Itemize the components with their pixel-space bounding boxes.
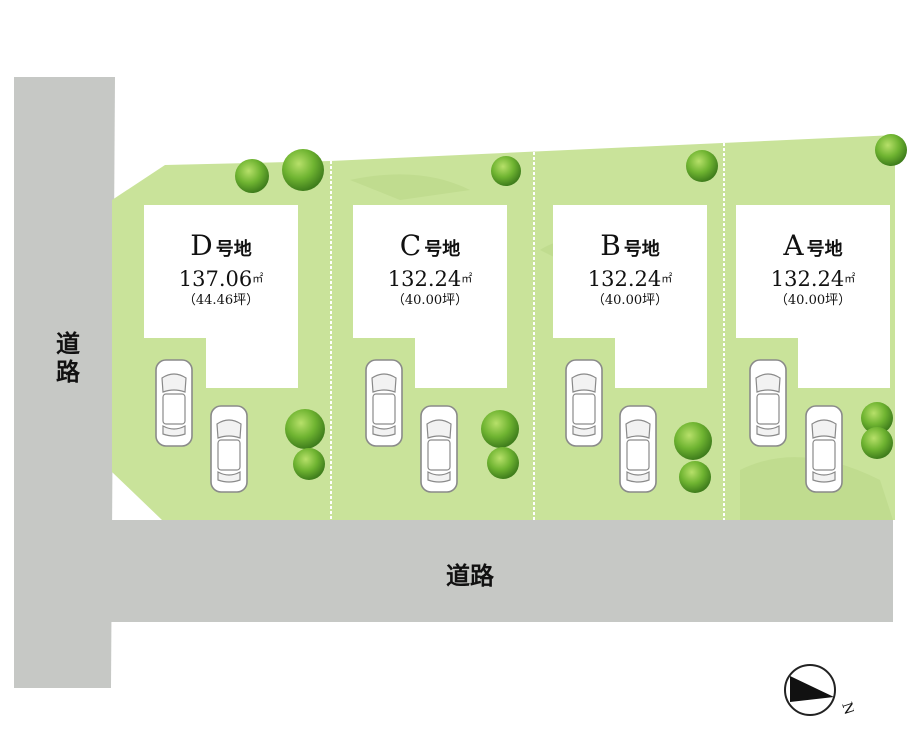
compass-label-wrap: N: [838, 700, 854, 717]
tree-icon: [293, 448, 325, 480]
road-label-vertical: 道 路: [54, 330, 82, 386]
car-icon: [365, 359, 403, 447]
lot-tsubo: （40.00坪）: [774, 293, 852, 308]
road-label-char: 路: [56, 357, 80, 386]
lot-suffix: 号地: [806, 239, 843, 260]
car-icon: [805, 405, 843, 493]
tree-icon: [282, 149, 324, 191]
tree-icon: [235, 159, 269, 193]
tree-icon: [686, 150, 718, 182]
car-icon: [619, 405, 657, 493]
lot-tsubo: （40.00坪）: [591, 293, 669, 308]
tree-icon: [487, 447, 519, 479]
tree-icon: [491, 156, 521, 186]
road-label-horizontal: 道路: [446, 561, 494, 590]
lot-area: 137.06: [178, 267, 253, 291]
lot-area: 132.24: [387, 267, 462, 291]
tree-icon: [285, 409, 325, 449]
north-arrow-icon: [784, 664, 836, 716]
lot-id: A: [783, 229, 804, 262]
lot-suffix: 号地: [623, 239, 660, 260]
lot-area: 132.24: [587, 267, 662, 291]
lot-id: D: [190, 229, 213, 262]
building-D: [144, 205, 298, 388]
lot-area-unit: ㎡: [461, 272, 473, 285]
tree-icon: [861, 427, 893, 459]
lot-area-unit: ㎡: [252, 272, 264, 285]
car-icon: [749, 359, 787, 447]
tree-icon: [679, 461, 711, 493]
car-icon: [155, 359, 193, 447]
road-horizontal: [14, 520, 893, 622]
building-C: [353, 205, 507, 388]
road-label-char: 道: [56, 329, 80, 358]
tree-icon: [875, 134, 907, 166]
lot-area: 132.24: [770, 267, 845, 291]
tree-icon: [481, 410, 519, 448]
lot-area-unit: ㎡: [844, 272, 856, 285]
car-icon: [210, 405, 248, 493]
building-B: [553, 205, 707, 388]
car-icon: [565, 359, 603, 447]
lot-suffix: 号地: [215, 239, 252, 260]
lot-id: B: [600, 229, 621, 262]
tree-icon: [674, 422, 712, 460]
lot-tsubo: （40.00坪）: [391, 293, 469, 308]
compass-label: N: [838, 700, 854, 717]
lot-id: C: [399, 229, 422, 262]
lot-tsubo: （44.46坪）: [182, 293, 260, 308]
tree-icon: [861, 402, 893, 434]
lot-area-unit: ㎡: [661, 272, 673, 285]
building-A: [736, 205, 890, 388]
car-icon: [420, 405, 458, 493]
lot-suffix: 号地: [424, 239, 461, 260]
